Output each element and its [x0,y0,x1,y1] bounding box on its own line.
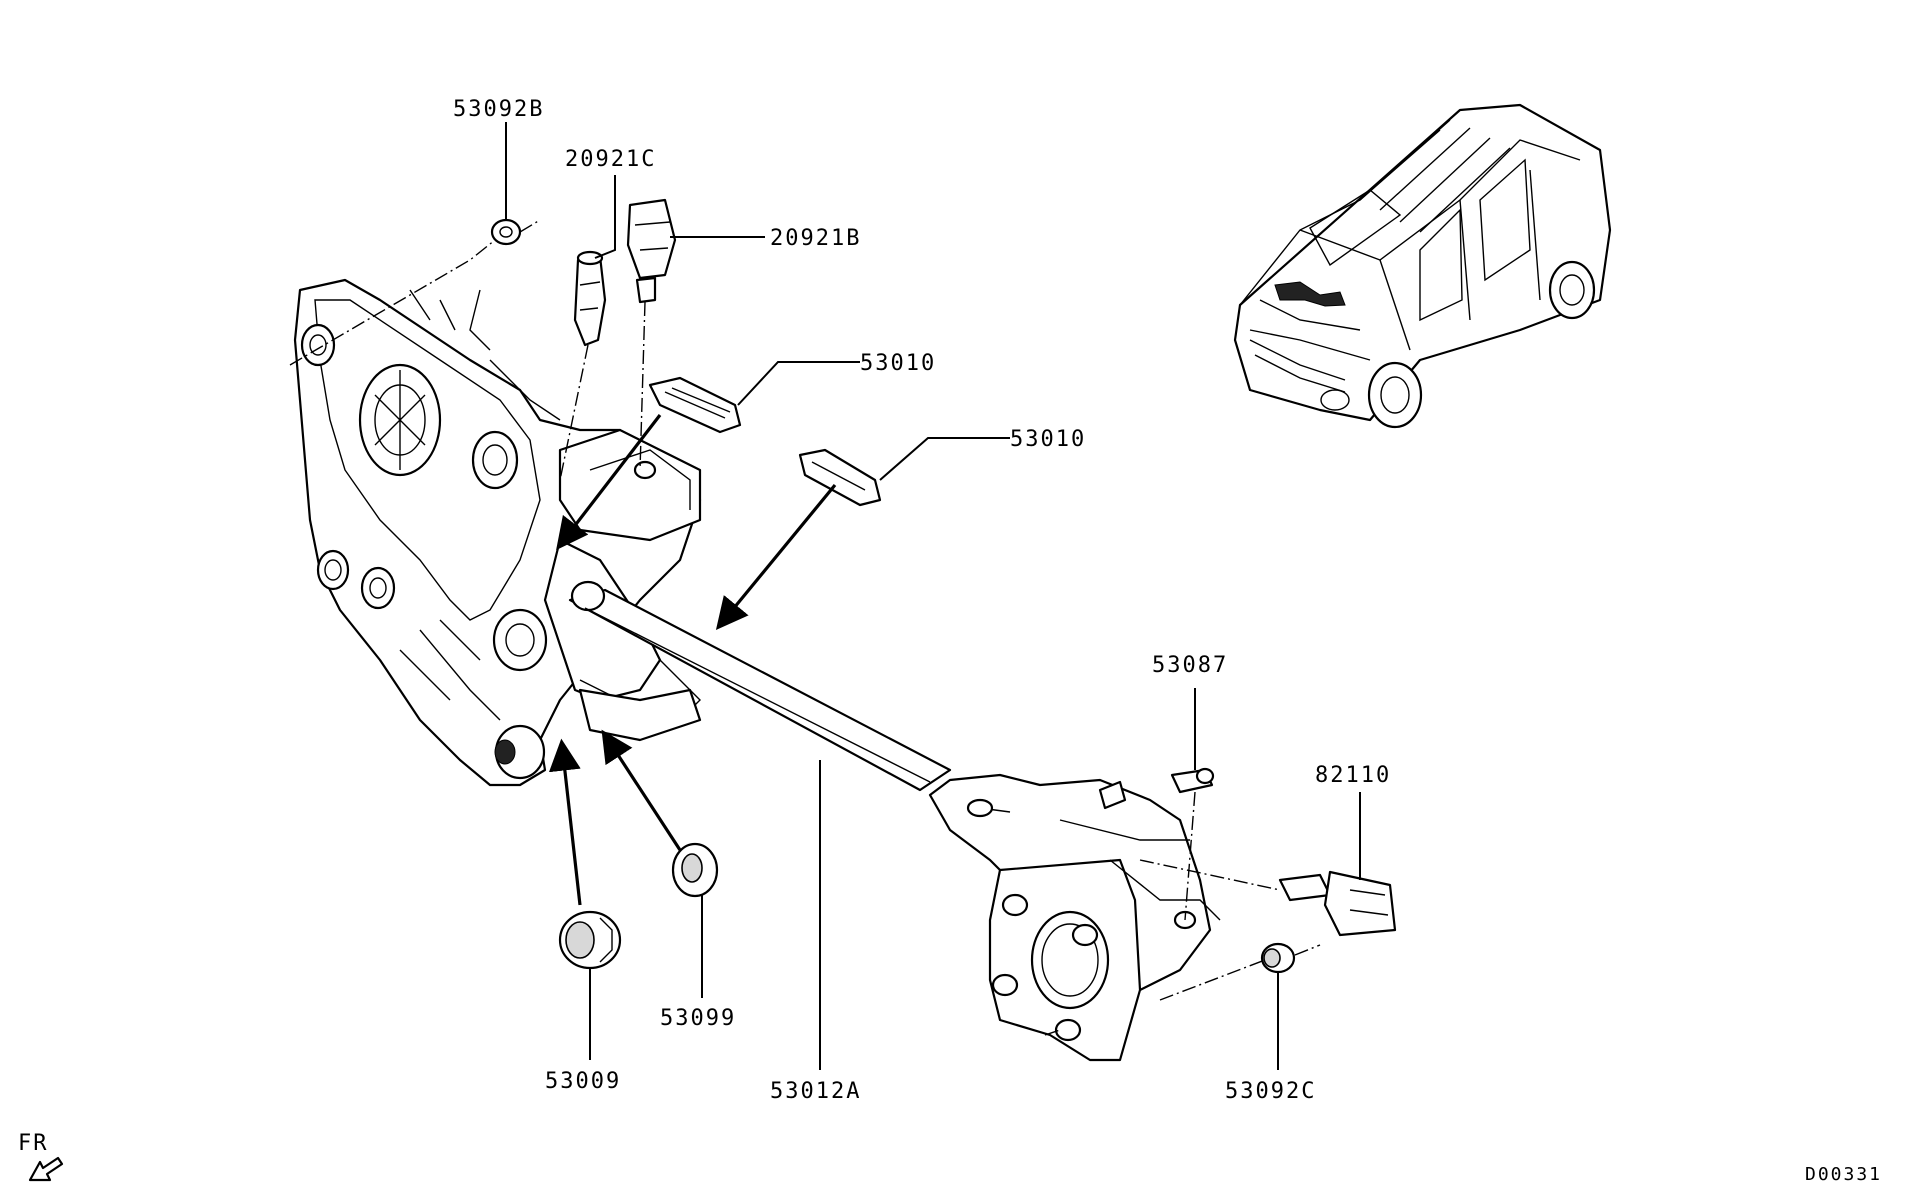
label-82110: 82110 [1315,763,1391,788]
label-20921b: 20921B [770,226,861,251]
label-20921c: 20921C [565,147,656,172]
label-53087: 53087 [1152,653,1228,678]
pedal-pad-53010-lower [798,448,882,507]
label-53099: 53099 [660,1006,736,1031]
pedal-box-assembly [293,278,702,787]
label-53010-lower: 53010 [1010,427,1086,452]
switch-20921c [573,250,607,347]
front-direction-label: FR [18,1131,49,1156]
label-53010-upper: 53010 [860,351,936,376]
diagram-code: D00331 [1805,1164,1882,1185]
clip-53087 [1170,767,1215,794]
right-bracket [928,773,1221,1062]
leader-lines [505,122,1361,1070]
label-53092c: 53092C [1225,1079,1316,1104]
label-53012a: 53012A [770,1079,861,1104]
switch-82110 [1278,870,1397,937]
assembly-arrows [548,414,837,906]
assembly-lines [289,219,1321,1036]
cross-shaft [568,580,952,792]
pedal-pad-53010-upper [648,376,742,434]
clip-53092b [490,218,522,246]
label-53092b: 53092B [453,97,544,122]
van-illustration [1233,103,1612,429]
label-53009: 53009 [545,1069,621,1094]
bushing-53009 [558,910,622,970]
front-direction-indicator: FR [18,1131,64,1182]
switch-20921b [626,198,677,304]
clip-53092c [1260,942,1296,974]
front-arrow-icon [28,1156,64,1182]
grommet-53099 [671,842,719,898]
